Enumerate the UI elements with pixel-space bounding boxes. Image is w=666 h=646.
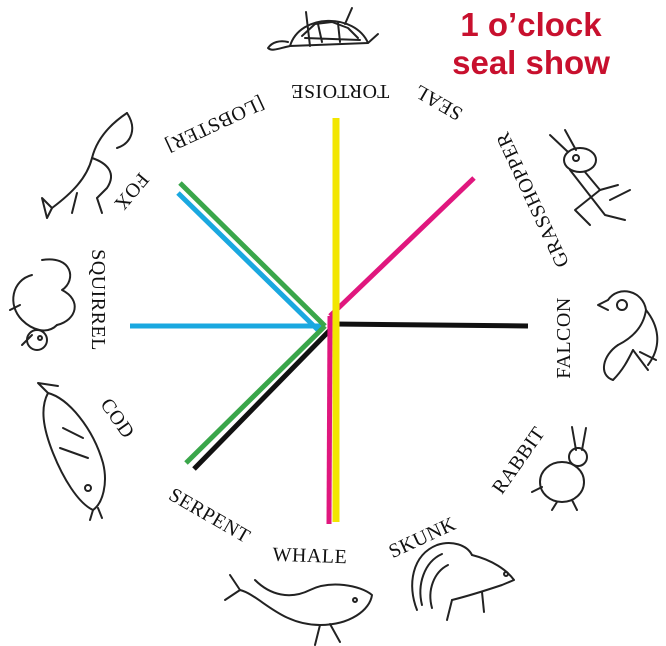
skunk-icon xyxy=(412,543,514,620)
title-line-1: 1 o’clock xyxy=(416,6,646,44)
grasshopper-icon xyxy=(550,130,630,225)
label-fox: FOX xyxy=(109,168,153,214)
squirrel-icon xyxy=(10,259,75,350)
label-seal: SEAL xyxy=(410,80,466,125)
hand-black-to-falcon xyxy=(334,324,528,326)
hand-green-to-serpent xyxy=(186,326,325,463)
label-cod: COD xyxy=(96,394,139,442)
label-whale: WHALE xyxy=(272,544,347,569)
title-line-2: seal show xyxy=(416,44,646,82)
label-tortoise: TORTOISE xyxy=(291,80,390,102)
label-grasshopper: GRASSHOPPER xyxy=(492,128,574,270)
label-falcon: FALCON xyxy=(553,297,575,379)
label-lobster: [LOBSTER] xyxy=(162,92,268,157)
label-serpent: SERPENT xyxy=(165,484,254,548)
falcon-icon xyxy=(598,291,657,380)
cod-icon xyxy=(38,383,105,520)
chart-title: 1 o’clock seal show xyxy=(416,6,646,82)
hand-black-to-serpent xyxy=(194,330,330,469)
tortoise-icon xyxy=(268,8,378,50)
clock-hands xyxy=(130,118,528,524)
label-squirrel: SQUIRREL xyxy=(87,249,109,351)
hand-cyan-to-fox xyxy=(178,193,318,330)
hand-magenta-to-grasshopper xyxy=(330,178,474,316)
hand-green-to-fox xyxy=(180,183,325,326)
hand-magenta-to-whale xyxy=(329,316,330,524)
whale-icon xyxy=(225,575,372,645)
